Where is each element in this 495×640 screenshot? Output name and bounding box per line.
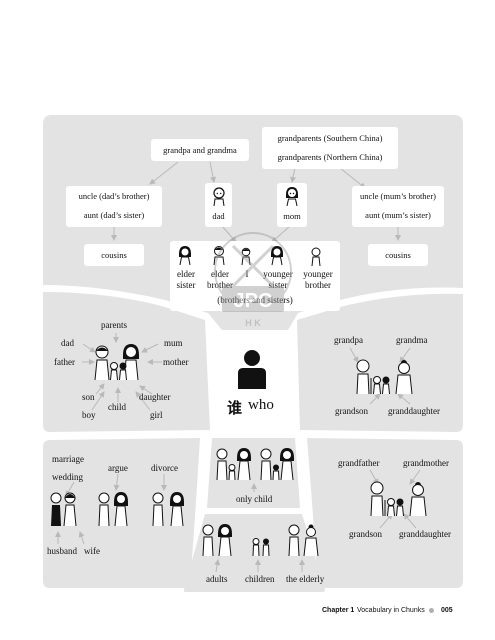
label-rm-grandma: grandma bbox=[396, 335, 428, 345]
label-divorce: divorce bbox=[151, 463, 178, 473]
label-rm-granddaughter: granddaughter bbox=[388, 406, 440, 416]
siblings-figures-icon bbox=[179, 246, 321, 267]
label-adults: adults bbox=[206, 574, 228, 584]
box-grandpa-grandma: grandpa and grandma bbox=[151, 139, 249, 161]
label-brothers-and-sisters: (brothers and sisters) bbox=[170, 295, 340, 306]
label-husband: husband bbox=[47, 546, 77, 556]
label-wife: wife bbox=[84, 546, 100, 556]
label-grandpa-grandma: grandpa and grandma bbox=[163, 145, 237, 155]
panel-center-only-child bbox=[207, 438, 300, 508]
page-footer: Chapter 1 Vocabulary in Chunks 005 bbox=[300, 605, 490, 617]
jpc-watermark-logo: JPC H K bbox=[214, 232, 292, 328]
age-groups-figures-icon bbox=[202, 524, 319, 557]
label-rm-grandson: grandson bbox=[335, 406, 368, 416]
who-label: 谁 who bbox=[221, 397, 291, 417]
grandparents-figures-icon bbox=[356, 359, 413, 395]
watermark-subtext: H K bbox=[245, 318, 261, 328]
label-mother: mother bbox=[163, 357, 189, 367]
who-chinese: 谁 bbox=[227, 399, 243, 417]
label-grandmother: grandmother bbox=[403, 458, 449, 468]
label-dad: dad bbox=[212, 211, 225, 221]
marriage-figures-icon bbox=[50, 492, 184, 527]
panel-right-mid bbox=[297, 293, 463, 432]
label-lm-dad: dad bbox=[61, 338, 74, 348]
only-child-figures-icon bbox=[216, 448, 294, 481]
label-girl: girl bbox=[150, 410, 163, 420]
label-rm-grandpa: grandpa bbox=[334, 335, 363, 345]
label-aunt-dad: aunt (dad’s sister) bbox=[83, 210, 145, 220]
label-lm-mum: mum bbox=[164, 338, 183, 348]
box-cousins-left: cousins bbox=[84, 244, 144, 266]
label-child: child bbox=[108, 402, 126, 412]
label-cousins-right: cousins bbox=[385, 250, 411, 260]
label-wedding: wedding bbox=[52, 472, 83, 482]
box-mom: mom bbox=[277, 183, 307, 227]
who-english: who bbox=[248, 397, 274, 413]
label-son: son bbox=[82, 392, 95, 402]
box-grandparents-maternal: grandparents (Southern China) grandparen… bbox=[262, 127, 398, 169]
footer-dot-icon bbox=[429, 608, 434, 613]
box-cousins-right: cousins bbox=[368, 244, 428, 266]
label-mom: mom bbox=[283, 211, 301, 221]
box-uncle-aunt-dad: uncle (dad’s brother) aunt (dad’s sister… bbox=[66, 186, 162, 227]
label-aunt-mum: aunt (mum’s sister) bbox=[365, 210, 431, 220]
label-grandparents-south: grandparents (Southern China) bbox=[277, 133, 383, 143]
label-marriage: marriage bbox=[52, 454, 84, 464]
label-rb-granddaughter: granddaughter bbox=[399, 529, 451, 539]
label-grandfather: grandfather bbox=[338, 458, 380, 468]
mom-figure-icon bbox=[286, 187, 298, 206]
footer-title: Vocabulary in Chunks bbox=[357, 607, 425, 614]
label-argue: argue bbox=[108, 463, 128, 473]
box-dad: dad bbox=[205, 183, 232, 227]
person-icon bbox=[238, 350, 266, 389]
label-me: I bbox=[240, 269, 254, 280]
footer-page-number: 005 bbox=[441, 607, 453, 614]
label-cousins-left: cousins bbox=[101, 250, 127, 260]
label-uncle-mum: uncle (mum’s brother) bbox=[359, 191, 436, 201]
box-uncle-aunt-mum: uncle (mum’s brother) aunt (mum’s sister… bbox=[352, 186, 444, 227]
label-daughter: daughter bbox=[139, 392, 171, 402]
footer-chapter: Chapter 1 bbox=[322, 607, 355, 614]
watermark-text: JPC bbox=[234, 290, 273, 312]
label-children: children bbox=[245, 574, 275, 584]
label-grandparents-north: grandparents (Northern China) bbox=[277, 152, 383, 162]
label-father: father bbox=[54, 357, 75, 367]
label-parents: parents bbox=[101, 320, 127, 330]
label-elderly: the elderly bbox=[286, 574, 325, 584]
grandfather-grandmother-figures-icon bbox=[370, 481, 427, 517]
label-boy: boy bbox=[82, 410, 96, 420]
label-only-child: only child bbox=[236, 494, 273, 504]
label-uncle-dad: uncle (dad’s brother) bbox=[78, 191, 150, 201]
label-rb-grandson: grandson bbox=[349, 529, 382, 539]
family-figures-icon bbox=[94, 344, 139, 381]
dad-figure-icon bbox=[213, 187, 225, 206]
